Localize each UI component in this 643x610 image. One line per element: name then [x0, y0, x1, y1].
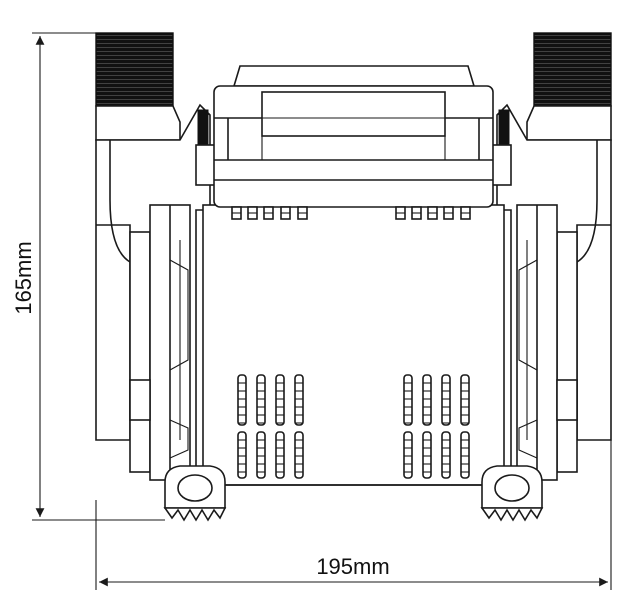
height-dimension: 165mm: [11, 32, 165, 521]
terminal-box-screws: [231, 206, 471, 220]
vent-slot: [460, 431, 470, 479]
vent-slot: [294, 374, 304, 426]
vent-slots: [237, 374, 470, 479]
vent-slot: [422, 374, 432, 426]
width-dimension: 195mm: [95, 440, 612, 590]
vent-slot: [275, 374, 285, 426]
vent-slot: [256, 374, 266, 426]
right-pump-head: [490, 103, 612, 481]
width-label: 195mm: [316, 554, 389, 579]
vent-slot: [275, 431, 285, 479]
vent-slot: [403, 431, 413, 479]
vent-slot: [237, 431, 247, 479]
terminal-box: [213, 65, 494, 208]
right-threaded-port: [526, 32, 612, 141]
vent-slot: [403, 374, 413, 426]
vent-slot: [460, 374, 470, 426]
left-mounting-foot: [163, 465, 227, 522]
right-mounting-foot: [480, 465, 544, 522]
pump-center-body: [202, 204, 505, 486]
vent-slot: [441, 431, 451, 479]
left-pump-head: [95, 103, 217, 481]
vent-slot: [441, 374, 451, 426]
vent-slot: [422, 431, 432, 479]
vent-slot: [294, 431, 304, 479]
vent-slot: [256, 431, 266, 479]
vent-slot: [237, 374, 247, 426]
height-label: 165mm: [11, 241, 36, 314]
left-threaded-port: [95, 32, 181, 141]
